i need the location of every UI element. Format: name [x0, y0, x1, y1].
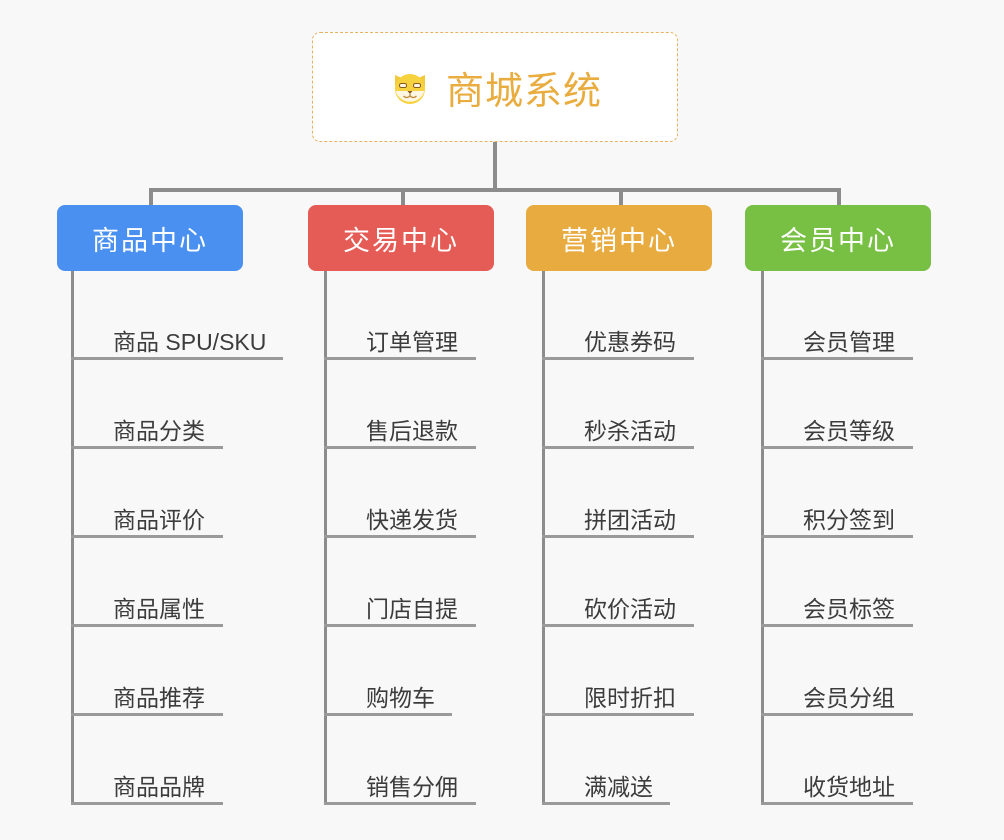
- leaf-item-underline: [324, 357, 476, 360]
- leaf-item-label: 商品评价: [113, 507, 205, 533]
- leaf-item-underline: [761, 713, 913, 716]
- branch-2: 交易中心: [308, 205, 494, 271]
- leaf-item-underline: [542, 535, 694, 538]
- leaf-item-label: 会员等级: [803, 418, 895, 444]
- leaf-item-label: 会员分组: [803, 685, 895, 711]
- leaf-item-label: 商品推荐: [113, 685, 205, 711]
- leaf-item-label: 限时折扣: [584, 685, 676, 711]
- leaf-item-label: 会员标签: [803, 596, 895, 622]
- leaf-item-underline: [324, 802, 476, 805]
- leaf-item-label: 订单管理: [366, 329, 458, 355]
- branch-head-button[interactable]: 商品中心: [57, 205, 243, 271]
- leaf-item[interactable]: 会员分组: [761, 627, 1004, 716]
- leaf-item-underline: [761, 535, 913, 538]
- leaf-item[interactable]: 快递发货: [324, 449, 570, 538]
- leaf-item-label: 砍价活动: [584, 596, 676, 622]
- leaf-item[interactable]: 限时折扣: [542, 627, 788, 716]
- leaf-item-underline: [324, 624, 476, 627]
- connector-trunk: [324, 271, 327, 805]
- connector-drop-2: [401, 188, 405, 208]
- leaf-item[interactable]: 售后退款: [324, 360, 570, 449]
- leaf-item-underline: [761, 357, 913, 360]
- leaf-item[interactable]: 销售分佣: [324, 716, 570, 805]
- leaf-item-underline: [542, 802, 670, 805]
- leaf-item-label: 销售分佣: [366, 774, 458, 800]
- leaf-item-underline: [71, 713, 223, 716]
- leaf-item-underline: [542, 713, 694, 716]
- leaf-item-underline: [761, 624, 913, 627]
- leaf-stack-4: 会员管理会员等级积分签到会员标签会员分组收货地址: [761, 271, 1004, 805]
- leaf-item[interactable]: 商品评价: [71, 449, 341, 538]
- leaf-item-label: 商品 SPU/SKU: [113, 329, 267, 355]
- connector-root-stem: [493, 142, 497, 190]
- leaf-item-label: 门店自提: [366, 596, 458, 622]
- leaf-item[interactable]: 满减送: [542, 716, 788, 805]
- root-node[interactable]: 商城系统: [312, 32, 678, 142]
- leaf-item-label: 商品属性: [113, 596, 205, 622]
- leaf-item-label: 快递发货: [366, 507, 458, 533]
- leaf-item[interactable]: 商品属性: [71, 538, 341, 627]
- leaf-item[interactable]: 收货地址: [761, 716, 1004, 805]
- branch-head-button[interactable]: 会员中心: [745, 205, 931, 271]
- leaf-item[interactable]: 会员等级: [761, 360, 1004, 449]
- shiba-dog-face-icon: [388, 65, 432, 109]
- leaf-item[interactable]: 砍价活动: [542, 538, 788, 627]
- leaf-item-label: 购物车: [366, 685, 435, 711]
- leaf-item-underline: [324, 535, 476, 538]
- leaf-item-underline: [542, 446, 694, 449]
- leaf-item[interactable]: 积分签到: [761, 449, 1004, 538]
- branch-3: 营销中心: [526, 205, 712, 271]
- leaf-item-underline: [71, 624, 223, 627]
- leaf-item-label: 收货地址: [803, 774, 895, 800]
- leaf-item[interactable]: 秒杀活动: [542, 360, 788, 449]
- branch-1: 商品中心: [57, 205, 243, 271]
- leaf-item-underline: [542, 357, 694, 360]
- branch-head-button[interactable]: 营销中心: [526, 205, 712, 271]
- leaf-item[interactable]: 会员标签: [761, 538, 1004, 627]
- leaf-item-label: 优惠券码: [584, 329, 676, 355]
- leaf-item-label: 售后退款: [366, 418, 458, 444]
- leaf-item-underline: [71, 535, 223, 538]
- leaf-item[interactable]: 门店自提: [324, 538, 570, 627]
- branch-head-button[interactable]: 交易中心: [308, 205, 494, 271]
- leaf-item-label: 拼团活动: [584, 507, 676, 533]
- connector-trunk: [761, 271, 764, 805]
- connector-drop-3: [619, 188, 623, 208]
- leaf-stack-3: 优惠券码秒杀活动拼团活动砍价活动限时折扣满减送: [542, 271, 788, 805]
- leaf-item-underline: [761, 802, 913, 805]
- connector-drop-4: [837, 188, 841, 208]
- leaf-stack-2: 订单管理售后退款快递发货门店自提购物车销售分佣: [324, 271, 570, 805]
- leaf-item-label: 商品分类: [113, 418, 205, 444]
- connector-trunk: [71, 271, 74, 805]
- leaf-item-underline: [761, 446, 913, 449]
- root-title: 商城系统: [445, 70, 602, 113]
- leaf-item-label: 秒杀活动: [584, 418, 676, 444]
- leaf-item[interactable]: 商品品牌: [71, 716, 341, 805]
- leaf-item[interactable]: 订单管理: [324, 271, 570, 360]
- leaf-stack-1: 商品 SPU/SKU 商品分类商品评价商品属性商品推荐商品品牌: [71, 271, 341, 805]
- leaf-item-underline: [542, 624, 694, 627]
- leaf-item[interactable]: 拼团活动: [542, 449, 788, 538]
- branch-4: 会员中心: [745, 205, 931, 271]
- leaf-item-underline: [71, 357, 283, 360]
- leaf-item[interactable]: 商品 SPU/SKU: [71, 271, 341, 360]
- leaf-item-underline: [324, 713, 452, 716]
- leaf-item-label: 商品品牌: [113, 774, 205, 800]
- connector-horizontal-bus: [149, 188, 839, 192]
- leaf-item[interactable]: 会员管理: [761, 271, 1004, 360]
- leaf-item[interactable]: 商品分类: [71, 360, 341, 449]
- connector-drop-1: [149, 188, 153, 208]
- leaf-item-underline: [324, 446, 476, 449]
- leaf-item-label: 会员管理: [803, 329, 895, 355]
- leaf-item[interactable]: 购物车: [324, 627, 570, 716]
- leaf-item[interactable]: 优惠券码: [542, 271, 788, 360]
- leaf-item-underline: [71, 802, 223, 805]
- leaf-item-label: 满减送: [584, 774, 653, 800]
- leaf-item-label: 积分签到: [803, 507, 895, 533]
- leaf-item-underline: [71, 446, 223, 449]
- connector-trunk: [542, 271, 545, 805]
- leaf-item[interactable]: 商品推荐: [71, 627, 341, 716]
